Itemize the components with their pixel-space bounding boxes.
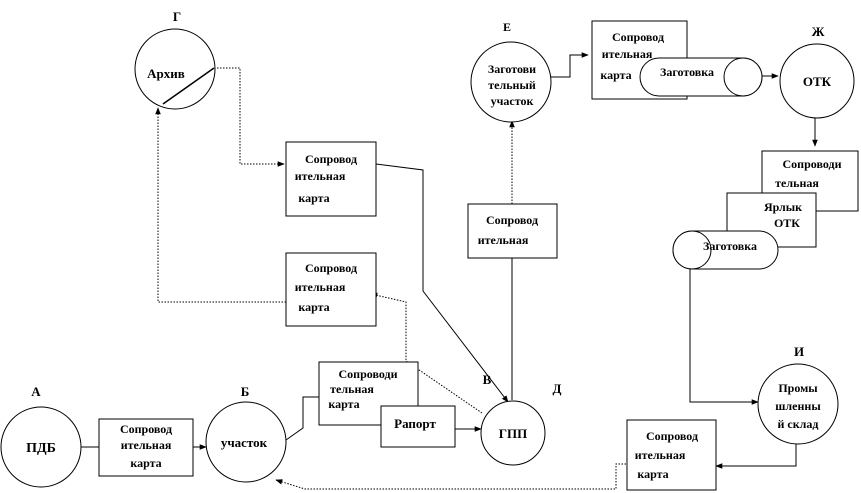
- node-d: В Д ГПП: [480, 372, 562, 466]
- cylinder-right: Заготовка: [672, 230, 779, 270]
- letter-g: Г: [173, 9, 181, 24]
- arrow-e-card-top: [551, 52, 589, 78]
- node-i-line-3: й склад: [778, 417, 819, 431]
- arrow-card-d: [375, 163, 509, 403]
- arrow-g-card: [214, 67, 285, 167]
- arrow-i-card-bottom: [715, 444, 797, 469]
- svg-text:карта: карта: [298, 300, 329, 314]
- letter-d: Д: [553, 381, 562, 396]
- svg-text:ительная: ительная: [478, 233, 529, 247]
- svg-text:ительная: ительная: [635, 448, 686, 462]
- node-b: Б участок: [205, 384, 287, 483]
- svg-text:Сопровод: Сопровод: [612, 30, 664, 44]
- svg-text:тельная: тельная: [330, 382, 374, 396]
- svg-text:ительная: ительная: [602, 47, 653, 61]
- node-zh-label: ОТК: [803, 74, 832, 89]
- node-e-line-3: участок: [491, 94, 534, 108]
- svg-text:Сопроводи: Сопроводи: [783, 157, 842, 171]
- svg-text:Сопровод: Сопровод: [486, 213, 538, 227]
- node-i-line-2: шленны: [775, 399, 821, 413]
- node-d-label: ГПП: [499, 426, 528, 441]
- arrow-cyl-i: [689, 260, 759, 405]
- arrow-card-bottom-b: [275, 463, 626, 490]
- node-e: Е Заготови тельный участок: [470, 20, 552, 123]
- cylinder-top: Заготовка: [639, 57, 763, 97]
- svg-text:карта: карта: [637, 467, 668, 481]
- doc-raport: Рапорт: [380, 405, 456, 448]
- node-e-line-2: тельный: [488, 78, 536, 92]
- node-zh: Ж ОТК: [779, 24, 855, 119]
- node-a: А ПДБ: [0, 384, 82, 488]
- svg-text:карта: карта: [130, 456, 161, 470]
- svg-text:тельная: тельная: [775, 176, 819, 190]
- letter-v: В: [483, 372, 492, 387]
- svg-text:Заготовка: Заготовка: [703, 239, 757, 253]
- letter-a: А: [31, 384, 41, 399]
- node-b-label: участок: [221, 435, 268, 450]
- svg-text:Сопровод: Сопровод: [305, 261, 357, 275]
- doc-card-b-top: Сопроводи тельная карта: [318, 361, 419, 426]
- node-a-label: ПДБ: [26, 441, 56, 456]
- svg-text:Сопровод: Сопровод: [120, 422, 172, 436]
- svg-text:Заготовка: Заготовка: [660, 65, 714, 79]
- node-e-line-1: Заготови: [488, 62, 536, 76]
- node-g-label: Архив: [147, 66, 185, 81]
- svg-text:Сопроводи: Сопроводи: [339, 367, 398, 381]
- line-b-card-top: [285, 396, 319, 441]
- doc-card-bottom: Сопровод ительная карта: [626, 419, 717, 491]
- svg-text:Сопровод: Сопровод: [305, 152, 357, 166]
- svg-text:ительная: ительная: [295, 169, 346, 183]
- doc-card-archive: Сопровод ительная карта: [285, 141, 377, 217]
- svg-text:ОТК: ОТК: [774, 216, 800, 230]
- letter-b: Б: [241, 384, 250, 399]
- svg-text:карта: карта: [600, 68, 631, 82]
- node-i: И Промы шленны й склад: [757, 344, 839, 445]
- node-i-line-1: Промы: [778, 381, 818, 395]
- arrow-d-card-return: [370, 292, 483, 414]
- svg-text:Сопровод: Сопровод: [646, 429, 698, 443]
- node-g: Г Архив: [134, 9, 216, 110]
- doc-card-return: Сопровод ительная карта: [285, 252, 377, 327]
- svg-text:карта: карта: [298, 191, 329, 205]
- svg-text:карта: карта: [328, 397, 359, 411]
- svg-text:Ярлык: Ярлык: [764, 200, 802, 214]
- doc-card-center: Сопровод ительная: [467, 203, 558, 259]
- doc-card-ab: Сопровод ительная карта: [98, 418, 194, 477]
- svg-text:ительная: ительная: [295, 280, 346, 294]
- letter-zh: Ж: [812, 24, 825, 39]
- letter-i: И: [794, 344, 804, 359]
- svg-text:Рапорт: Рапорт: [394, 416, 436, 431]
- letter-e: Е: [503, 20, 511, 34]
- arrow-card-g: [155, 107, 286, 303]
- connectors: [81, 52, 818, 490]
- svg-text:ительная: ительная: [121, 438, 172, 452]
